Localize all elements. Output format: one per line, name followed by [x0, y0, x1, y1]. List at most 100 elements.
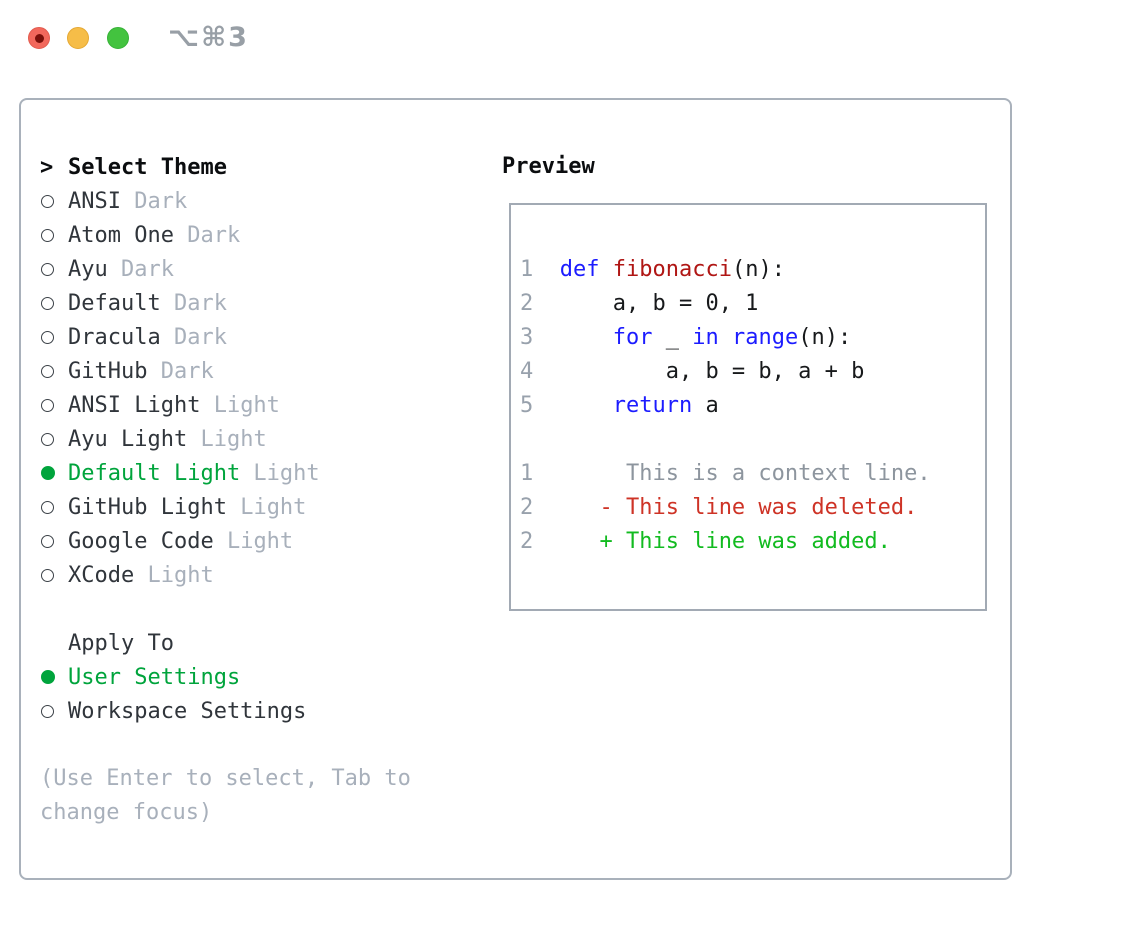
select-theme-title: Select Theme: [68, 154, 227, 180]
theme-variant: Dark: [147, 358, 214, 384]
radio-icon: [41, 500, 54, 514]
apply-to-header: Apply To: [40, 626, 480, 660]
spacer: [40, 592, 480, 626]
theme-variant: Light: [200, 392, 280, 418]
theme-variant: Light: [226, 494, 307, 520]
preview-code-line: 2 a, b = 0, 1: [520, 287, 985, 321]
radio-icon: [41, 330, 54, 344]
line-number: 1: [520, 257, 560, 282]
theme-name: Ayu Light: [68, 426, 188, 452]
line-number: 2: [520, 495, 560, 520]
line-number: 2: [520, 529, 560, 554]
radio-icon: [41, 364, 54, 378]
theme-option-default-light[interactable]: Default Light Light: [40, 456, 480, 490]
theme-name: Default: [68, 290, 161, 316]
theme-option-dracula[interactable]: Dracula Dark: [40, 320, 480, 354]
keyboard-hint: (Use Enter to select, Tab to change focu…: [40, 766, 411, 825]
theme-option-ayu-light[interactable]: Ayu Light Light: [40, 422, 480, 456]
code-token-plain: a, b = 0, 1: [559, 291, 759, 316]
theme-name: ANSI: [68, 188, 121, 214]
theme-variant: Dark: [120, 188, 188, 214]
line-number: 1: [520, 461, 560, 486]
preview-code-line: 1 def fibonacci(n):: [520, 253, 985, 287]
line-number: 4: [520, 359, 560, 384]
theme-variant: Dark: [173, 222, 241, 248]
prompt-icon: >: [40, 154, 54, 180]
code-token-plain: (n):: [798, 325, 852, 350]
radio-icon: [41, 194, 54, 208]
theme-option-atom-one[interactable]: Atom One Dark: [40, 218, 480, 252]
theme-option-github-light[interactable]: GitHub Light Light: [40, 490, 480, 524]
code-token-plain: [600, 257, 613, 282]
theme-name: ANSI Light: [68, 392, 201, 418]
close-button[interactable]: [28, 27, 50, 49]
code-token-kw: in: [692, 325, 719, 350]
radio-icon: [41, 534, 54, 548]
apply-option-user-settings[interactable]: User Settings: [40, 660, 480, 694]
preview-code-line: [520, 423, 985, 457]
theme-name: Atom One: [68, 222, 174, 248]
code-token-plain: a: [692, 393, 719, 418]
preview-code-line: 3 for _ in range(n):: [520, 321, 985, 355]
preview-code-line: 4 a, b = b, a + b: [520, 355, 985, 389]
radio-icon: [41, 398, 54, 412]
titlebar: ⌥⌘3: [0, 0, 1140, 76]
theme-option-ansi[interactable]: ANSI Dark: [40, 184, 480, 218]
preview-code-line: 2 - This line was deleted.: [520, 491, 985, 525]
theme-name: Ayu: [68, 256, 108, 282]
apply-option-workspace-settings[interactable]: Workspace Settings: [40, 694, 480, 728]
radio-icon: [41, 296, 54, 310]
theme-option-github[interactable]: GitHub Dark: [40, 354, 480, 388]
line-number: 5: [520, 393, 560, 418]
radio-icon: [41, 704, 54, 718]
code-token-kw: range: [731, 325, 799, 350]
radio-selected-icon: [41, 466, 55, 480]
zoom-button[interactable]: [107, 27, 129, 49]
preview-code-line: 2 + This line was added.: [520, 525, 985, 559]
code-token-plain: [560, 393, 613, 418]
apply-to-title: Apply To: [68, 630, 174, 656]
radio-icon: [41, 568, 54, 582]
theme-variant: Dark: [107, 256, 174, 282]
theme-option-ansi-light[interactable]: ANSI Light Light: [40, 388, 480, 422]
theme-name: Google Code: [68, 528, 214, 554]
code-token-plain: [560, 325, 613, 350]
code-token-ctx: This is a context line.: [559, 461, 931, 486]
code-token-plain: a, b = b, a + b: [559, 359, 865, 384]
theme-variant: Light: [134, 562, 214, 588]
theme-variant: Dark: [160, 290, 227, 316]
theme-option-google-code[interactable]: Google Code Light: [40, 524, 480, 558]
code-token-plain: _: [652, 325, 693, 350]
select-theme-header: > Select Theme: [40, 150, 480, 184]
code-token-kw: for: [612, 325, 653, 350]
theme-name: GitHub Light: [68, 494, 227, 520]
radio-selected-icon: [41, 670, 55, 684]
theme-option-ayu[interactable]: Ayu Dark: [40, 252, 480, 286]
theme-option-xcode[interactable]: XCode Light: [40, 558, 480, 592]
theme-option-default[interactable]: Default Dark: [40, 286, 480, 320]
code-token-add: + This line was added.: [559, 529, 891, 554]
radio-icon: [41, 228, 54, 242]
theme-variant: Light: [240, 460, 320, 486]
preview-code-line: 5 return a: [520, 389, 985, 423]
code-token-del: - This line was deleted.: [559, 495, 918, 520]
code-token-kw: def: [559, 257, 600, 282]
preview-title: Preview: [502, 154, 595, 179]
theme-variant: Light: [187, 426, 267, 452]
apply-option-label: User Settings: [68, 664, 241, 690]
radio-icon: [41, 432, 54, 446]
apply-option-label: Workspace Settings: [68, 698, 307, 724]
theme-variant: Dark: [160, 324, 227, 350]
minimize-button[interactable]: [67, 27, 89, 49]
titlebar-shortcut: ⌥⌘3: [168, 22, 249, 53]
theme-name: Dracula: [68, 324, 161, 350]
code-token-plain: [719, 325, 732, 350]
preview-section: Preview 1 def fibonacci(n):2 a, b = 0, 1…: [502, 150, 987, 611]
